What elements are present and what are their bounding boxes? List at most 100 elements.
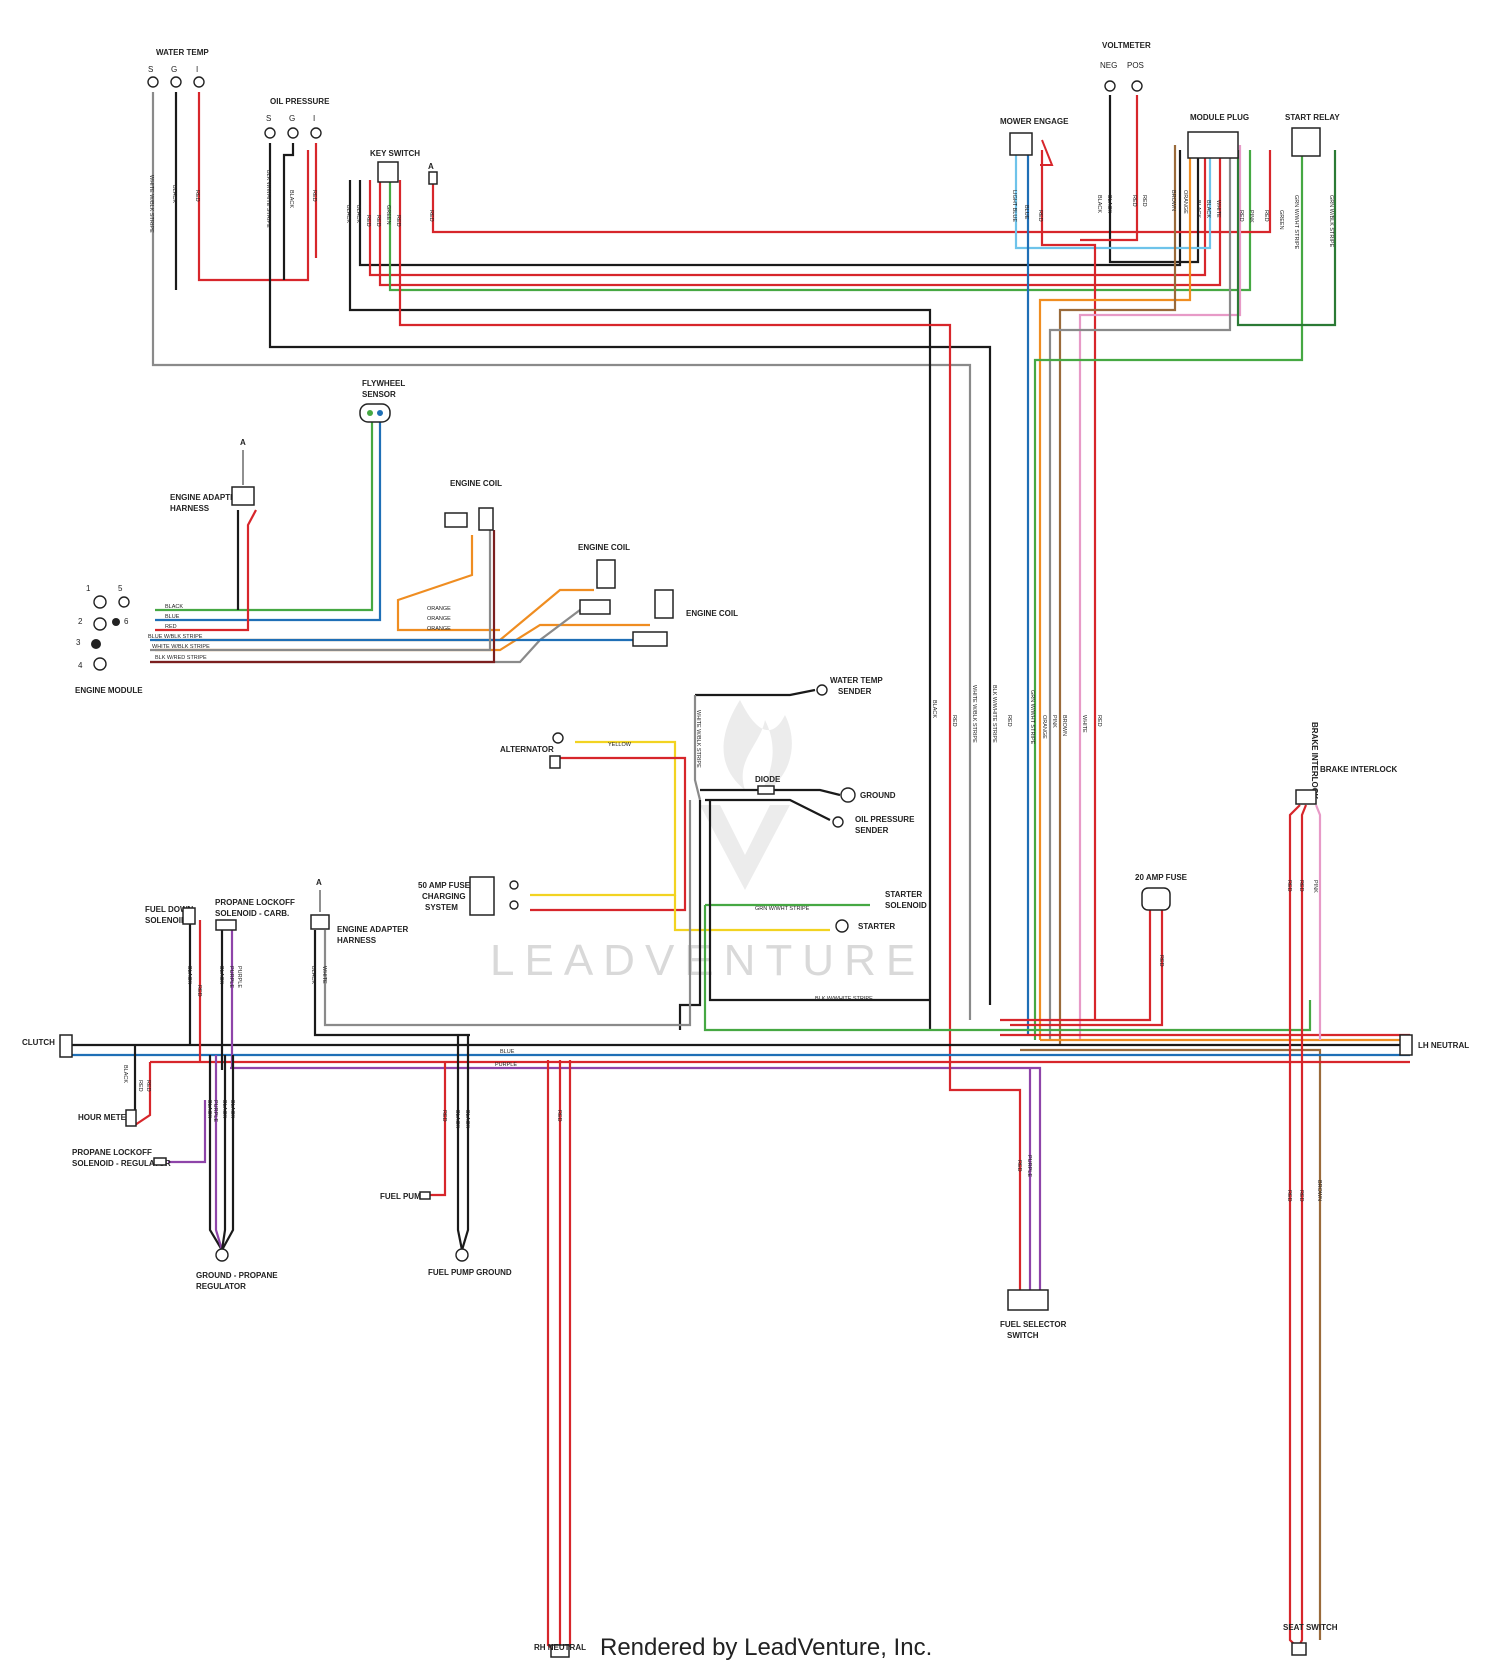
- module-terminal-2-icon: [93, 617, 107, 631]
- wire-blk-red-stripe: [150, 530, 496, 664]
- flywheel-sensor-body-icon: [359, 403, 391, 423]
- wl-red-8: RED: [1131, 195, 1137, 207]
- wire-grn-blk-relay: [1236, 150, 1337, 327]
- wl-red-fd: RED: [196, 985, 202, 997]
- wl-white-blk-2: WHITE W/BLK STRIPE: [152, 644, 210, 650]
- charging-system: 50 AMP FUSE CHARGING SYSTEM: [418, 876, 519, 916]
- wire-key-red-1: [368, 150, 1207, 277]
- module-pin-5: 5: [118, 584, 123, 593]
- module-plug-connector-icon: [1187, 131, 1239, 159]
- wire-key-black-1: [348, 180, 932, 1030]
- wl-white-adapter-b: WHITE: [321, 966, 327, 984]
- oil-pressure-sender: OIL PRESSURE SENDER: [832, 815, 915, 835]
- ground-propane-ring-icon: [215, 1248, 229, 1262]
- wl-red-brake-2: RED: [1298, 880, 1304, 892]
- bus-purple: [230, 1066, 1042, 1290]
- alternator-terminal-icon: [552, 732, 564, 744]
- hour-meter-connector-icon: [125, 1109, 137, 1127]
- wire-red-20a-2: [1010, 910, 1164, 1027]
- module-pin-2: 2: [78, 617, 83, 626]
- wl-brown-2: BROWN: [1061, 715, 1067, 736]
- water-temp-gauge: WATER TEMP S G I: [147, 48, 209, 88]
- wl-black-hour: BLACK: [122, 1065, 128, 1083]
- wl-red-seat-1: RED: [1286, 1190, 1292, 1202]
- wl-grn-wht-2: GRN W/WHT STRIPE: [1029, 690, 1035, 745]
- engine-coil-a-body-icon: [444, 512, 468, 528]
- adapter-b-label-1: ENGINE ADAPTER: [337, 925, 408, 934]
- wire-black-adapter-b: [313, 930, 470, 1037]
- engine-coil-a-label: ENGINE COIL: [450, 479, 502, 488]
- starter-label: STARTER: [858, 922, 895, 931]
- flywheel-sensor-label-1: FLYWHEEL: [362, 379, 405, 388]
- oil-pressure-pin-s: S: [266, 114, 271, 123]
- lh-neutral-connector-icon: [1399, 1034, 1413, 1056]
- starter-solenoid-label-1: STARTER: [885, 890, 922, 899]
- engine-adapter-harness-a: A ENGINE ADAPTER HARNESS: [170, 438, 255, 513]
- module-terminal-4-icon: [93, 657, 107, 671]
- rh-neutral: RH NEUTRAL: [534, 1643, 586, 1658]
- wl-red-14: RED: [1096, 715, 1102, 727]
- wl-purple-bus: PURPLE: [495, 1062, 517, 1068]
- wl-orange-3: ORANGE: [427, 616, 451, 622]
- wire-key-red-2: [378, 150, 1222, 287]
- engine-module: 1 5 2 6 3 4 ENGINE MODULE: [75, 584, 143, 695]
- flywheel-sensor-pin-blue-icon: [377, 410, 383, 416]
- water-temp-pin-i: I: [196, 65, 198, 74]
- wire-white-trunk: [1048, 145, 1232, 1040]
- wire-black-gnd-prop-3: [221, 1055, 235, 1251]
- wl-black-2: BLACK: [288, 190, 294, 208]
- wire-orange-coil-3: [155, 623, 650, 652]
- water-temp-pin-s: S: [148, 65, 153, 74]
- wire-white-adapter-b: [323, 800, 692, 1027]
- mower-engage-jumper-icon: [1040, 139, 1054, 166]
- wl-black-4: BLACK: [355, 205, 361, 223]
- wl-red-rh: RED: [556, 1110, 562, 1122]
- alternator-connector-icon: [549, 755, 561, 769]
- wl-white-blk-3: WHITE W/BLK STRIPE: [695, 710, 701, 768]
- wire-red-rh-3: [559, 1060, 572, 1656]
- wire-key-red-aux: [431, 150, 1272, 234]
- rh-neutral-connector-icon: [550, 1644, 570, 1658]
- water-temp-terminal-g-icon: [170, 76, 182, 88]
- oil-pressure-terminal-s-icon: [264, 127, 276, 139]
- clutch: CLUTCH: [22, 1034, 73, 1058]
- wire-yellow-alternator: [530, 740, 677, 897]
- lh-neutral-label: LH NEUTRAL: [1418, 1041, 1469, 1050]
- propane-reg-label-2: SOLENOID - REGULATOR: [72, 1159, 171, 1168]
- wire-brown-trunk: [1058, 145, 1177, 1045]
- engine-module-label: ENGINE MODULE: [75, 686, 143, 695]
- watermark-text: LEADVENTURE: [490, 936, 925, 985]
- wl-black-fp-1: BLACK: [454, 1110, 460, 1128]
- wl-red-20a: RED: [1158, 955, 1164, 967]
- wl-red-7: RED: [1037, 210, 1043, 222]
- voltmeter-terminal-pos-icon: [1131, 80, 1143, 92]
- ground-ring-icon: [840, 787, 856, 803]
- wl-orange-2: ORANGE: [427, 606, 451, 612]
- key-switch: KEY SWITCH A: [370, 149, 438, 185]
- starter-ring-icon: [835, 919, 849, 933]
- oil-pressure-pin-i: I: [313, 114, 315, 123]
- wire-purple-gnd-prop: [214, 1055, 224, 1251]
- wire-red-adapter: [155, 509, 257, 632]
- wire-red-fuel-selector: [948, 1060, 1022, 1290]
- wire-black-fuel-pump-1: [456, 1035, 464, 1251]
- charging-label-1: 50 AMP FUSE: [418, 881, 471, 890]
- wire-grn-wht-long: [703, 905, 1312, 1032]
- wire-blk-wht-oil-pressure: [268, 143, 992, 1005]
- oil-pressure-sender-terminal-icon: [832, 816, 844, 828]
- charging-label-3: SYSTEM: [425, 903, 458, 912]
- wl-red-4: RED: [375, 215, 381, 227]
- wl-purple-fs: PURPLE: [1026, 1155, 1032, 1177]
- start-relay-body-icon: [1291, 127, 1321, 157]
- wl-red-fs: RED: [1016, 1160, 1022, 1172]
- ground-label: GROUND: [860, 791, 896, 800]
- wl-red-1: RED: [194, 190, 200, 202]
- fuel-pump-ground-ring-icon: [455, 1248, 469, 1262]
- brake-interlock-vertical-label: BRAKE INTERLOCK: [1310, 722, 1319, 800]
- wl-red-hour-1: RED: [137, 1080, 143, 1092]
- wl-red-seat-2: RED: [1298, 1190, 1304, 1202]
- wl-black-7: BLACK: [1195, 200, 1201, 218]
- engine-coil-c-body-icon: [654, 589, 674, 619]
- water-temp-sender-label-1: WATER TEMP: [830, 676, 883, 685]
- propane-carb-connector-icon: [215, 919, 237, 931]
